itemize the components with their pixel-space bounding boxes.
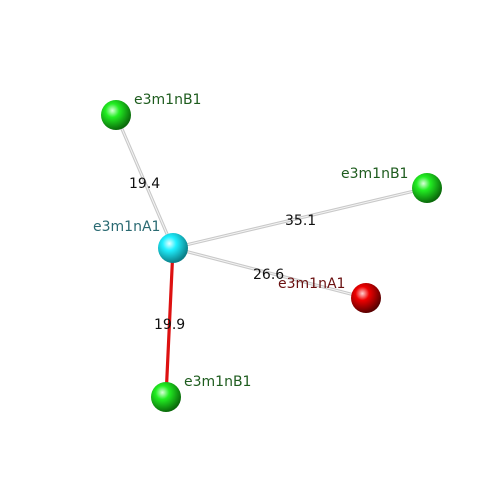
- atom-label-center: e3m1nA1: [93, 219, 160, 235]
- atom-label-bottom: e3m1nB1: [184, 374, 251, 390]
- distance-labels: 19.4 35.1 26.6 19.9: [129, 176, 316, 333]
- distance-label-right: 35.1: [285, 213, 316, 229]
- bond-center-bottom: [164, 246, 175, 399]
- atom-right[interactable]: [412, 173, 442, 203]
- atoms: [101, 100, 442, 412]
- atom-label-right: e3m1nB1: [341, 166, 408, 182]
- atom-center[interactable]: [158, 233, 188, 263]
- atom-label-red: e3m1nA1: [278, 276, 345, 292]
- atom-red[interactable]: [351, 283, 381, 313]
- distance-label-top-left: 19.4: [129, 176, 160, 192]
- atom-bottom[interactable]: [151, 382, 181, 412]
- bond-shine-red: [172, 247, 367, 299]
- distance-label-bottom: 19.9: [154, 317, 185, 333]
- bond-shine-top-left: [115, 114, 174, 249]
- atom-label-top-left: e3m1nB1: [134, 92, 201, 108]
- bonds: [114, 113, 429, 399]
- atom-labels: e3m1nB1 e3m1nB1 e3m1nA1 e3m1nA1 e3m1nB1: [93, 92, 408, 390]
- bond-shine-right: [172, 187, 428, 249]
- atom-top-left[interactable]: [101, 100, 131, 130]
- distance-label-red: 26.6: [253, 267, 284, 283]
